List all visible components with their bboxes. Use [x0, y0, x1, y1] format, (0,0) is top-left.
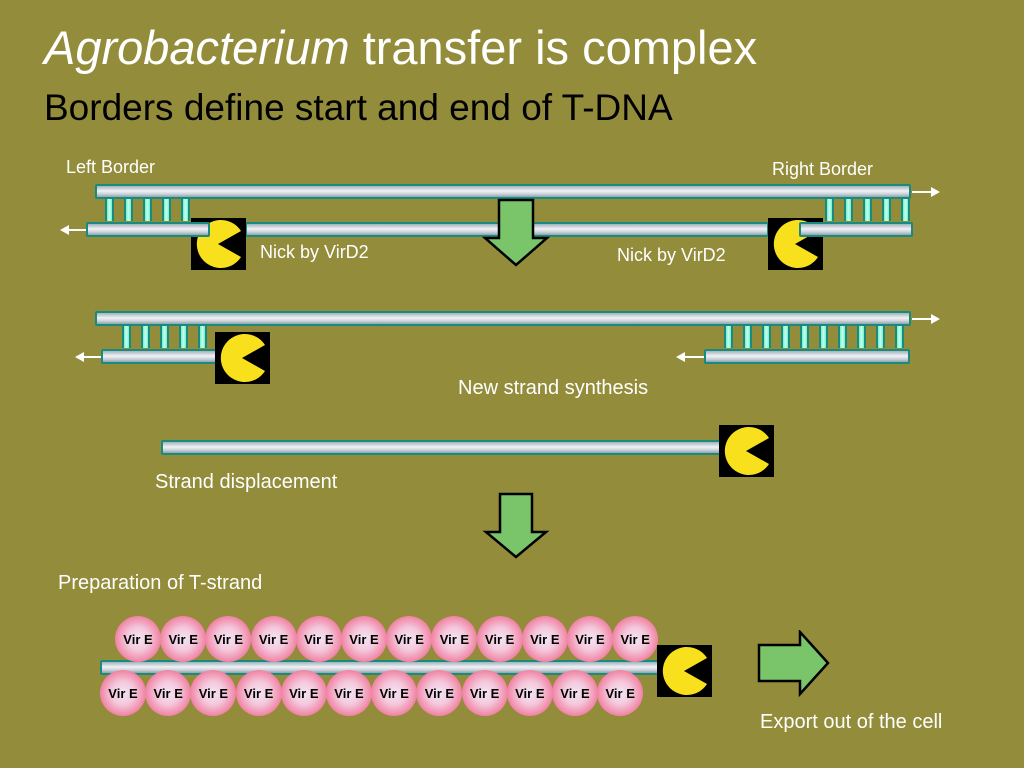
base-pair-rung: [122, 326, 131, 348]
preparation-label: Preparation of T-strand: [58, 572, 263, 594]
arrow-right-icon: [912, 314, 940, 324]
base-pair-rung: [863, 199, 872, 221]
vire-protein: Vir E: [476, 616, 523, 662]
vire-protein: Vir E: [552, 670, 598, 716]
vire-protein: Vir E: [295, 616, 342, 662]
displaced-strand: [161, 440, 721, 455]
arrow-left-icon: [75, 352, 101, 362]
vire-protein: Vir E: [416, 670, 463, 716]
export-label: Export out of the cell: [760, 711, 943, 733]
vire-protein: Vir E: [371, 670, 418, 716]
base-pair-rung: [762, 326, 771, 348]
virD2-pacman-icon: [657, 645, 712, 697]
slide-title: Agrobacterium transfer is complex: [44, 20, 757, 76]
vire-protein: Vir E: [431, 616, 478, 662]
base-pair-rung: [825, 199, 834, 221]
base-pair-rung: [882, 199, 891, 221]
dna-top-strand-2: [95, 311, 911, 326]
vire-protein: Vir E: [115, 616, 161, 662]
vire-protein: Vir E: [461, 670, 508, 716]
vire-protein: Vir E: [612, 616, 659, 662]
base-pair-rung: [819, 326, 828, 348]
base-pair-rung: [781, 326, 790, 348]
vire-protein: Vir E: [386, 616, 433, 662]
slide-subtitle: Borders define start and end of T-DNA: [44, 87, 673, 128]
base-pair-rung: [181, 199, 190, 221]
right-border-label: Right Border: [772, 159, 874, 179]
dna-bottom-strand-left-1-overlay: [86, 222, 210, 237]
vire-protein: Vir E: [250, 616, 297, 662]
base-pair-rung: [179, 326, 188, 348]
export-arrow-icon: [757, 630, 830, 698]
base-pair-rung: [162, 199, 171, 221]
dna-bottom-strand-left-2: [101, 349, 225, 364]
dna-new-strand: [704, 349, 910, 364]
virD2-pacman-icon: [215, 332, 270, 384]
base-pair-rung: [844, 199, 853, 221]
base-pair-rung: [141, 326, 150, 348]
base-pair-rung: [160, 326, 169, 348]
base-pair-rung: [198, 326, 207, 348]
title-rest: transfer is complex: [349, 21, 758, 74]
vire-protein: Vir E: [205, 616, 252, 662]
vire-protein: Vir E: [100, 670, 146, 716]
vire-protein: Vir E: [567, 616, 613, 662]
base-pair-rung: [895, 326, 904, 348]
base-pair-rung: [901, 199, 910, 221]
arrow-right-icon: [912, 187, 940, 197]
left-border-label: Left Border: [66, 157, 156, 177]
base-pair-rung: [724, 326, 733, 348]
nick-label-left: Nick by VirD2: [260, 242, 369, 262]
vire-protein: Vir E: [235, 670, 282, 716]
arrow-left-icon: [60, 225, 86, 235]
vire-protein: Vir E: [521, 616, 568, 662]
base-pair-rung: [105, 199, 114, 221]
nick-label-right: Nick by VirD2: [617, 245, 726, 265]
arrow-left-icon: [676, 352, 704, 362]
new-strand-synthesis-label: New strand synthesis: [458, 377, 649, 399]
base-pair-rung: [876, 326, 885, 348]
vire-protein: Vir E: [326, 670, 372, 716]
down-arrow-icon: [482, 198, 550, 267]
base-pair-rung: [124, 199, 133, 221]
strand-displacement-label: Strand displacement: [155, 471, 338, 493]
vire-protein: Vir E: [145, 670, 192, 716]
vire-protein: Vir E: [160, 616, 207, 662]
vire-protein: Vir E: [280, 670, 327, 716]
virD2-pacman-icon: [719, 425, 774, 477]
base-pair-rung: [800, 326, 809, 348]
dna-top-strand-1: [95, 184, 911, 199]
down-arrow-icon: [482, 492, 550, 559]
title-italic: Agrobacterium: [44, 21, 350, 74]
vire-protein: Vir E: [597, 670, 644, 716]
dna-bottom-strand-right-1-overlay: [799, 222, 913, 237]
vire-protein: Vir E: [506, 670, 553, 716]
vire-protein: Vir E: [190, 670, 237, 716]
base-pair-rung: [743, 326, 752, 348]
base-pair-rung: [143, 199, 152, 221]
base-pair-rung: [857, 326, 866, 348]
vire-protein: Vir E: [341, 616, 387, 662]
base-pair-rung: [838, 326, 847, 348]
